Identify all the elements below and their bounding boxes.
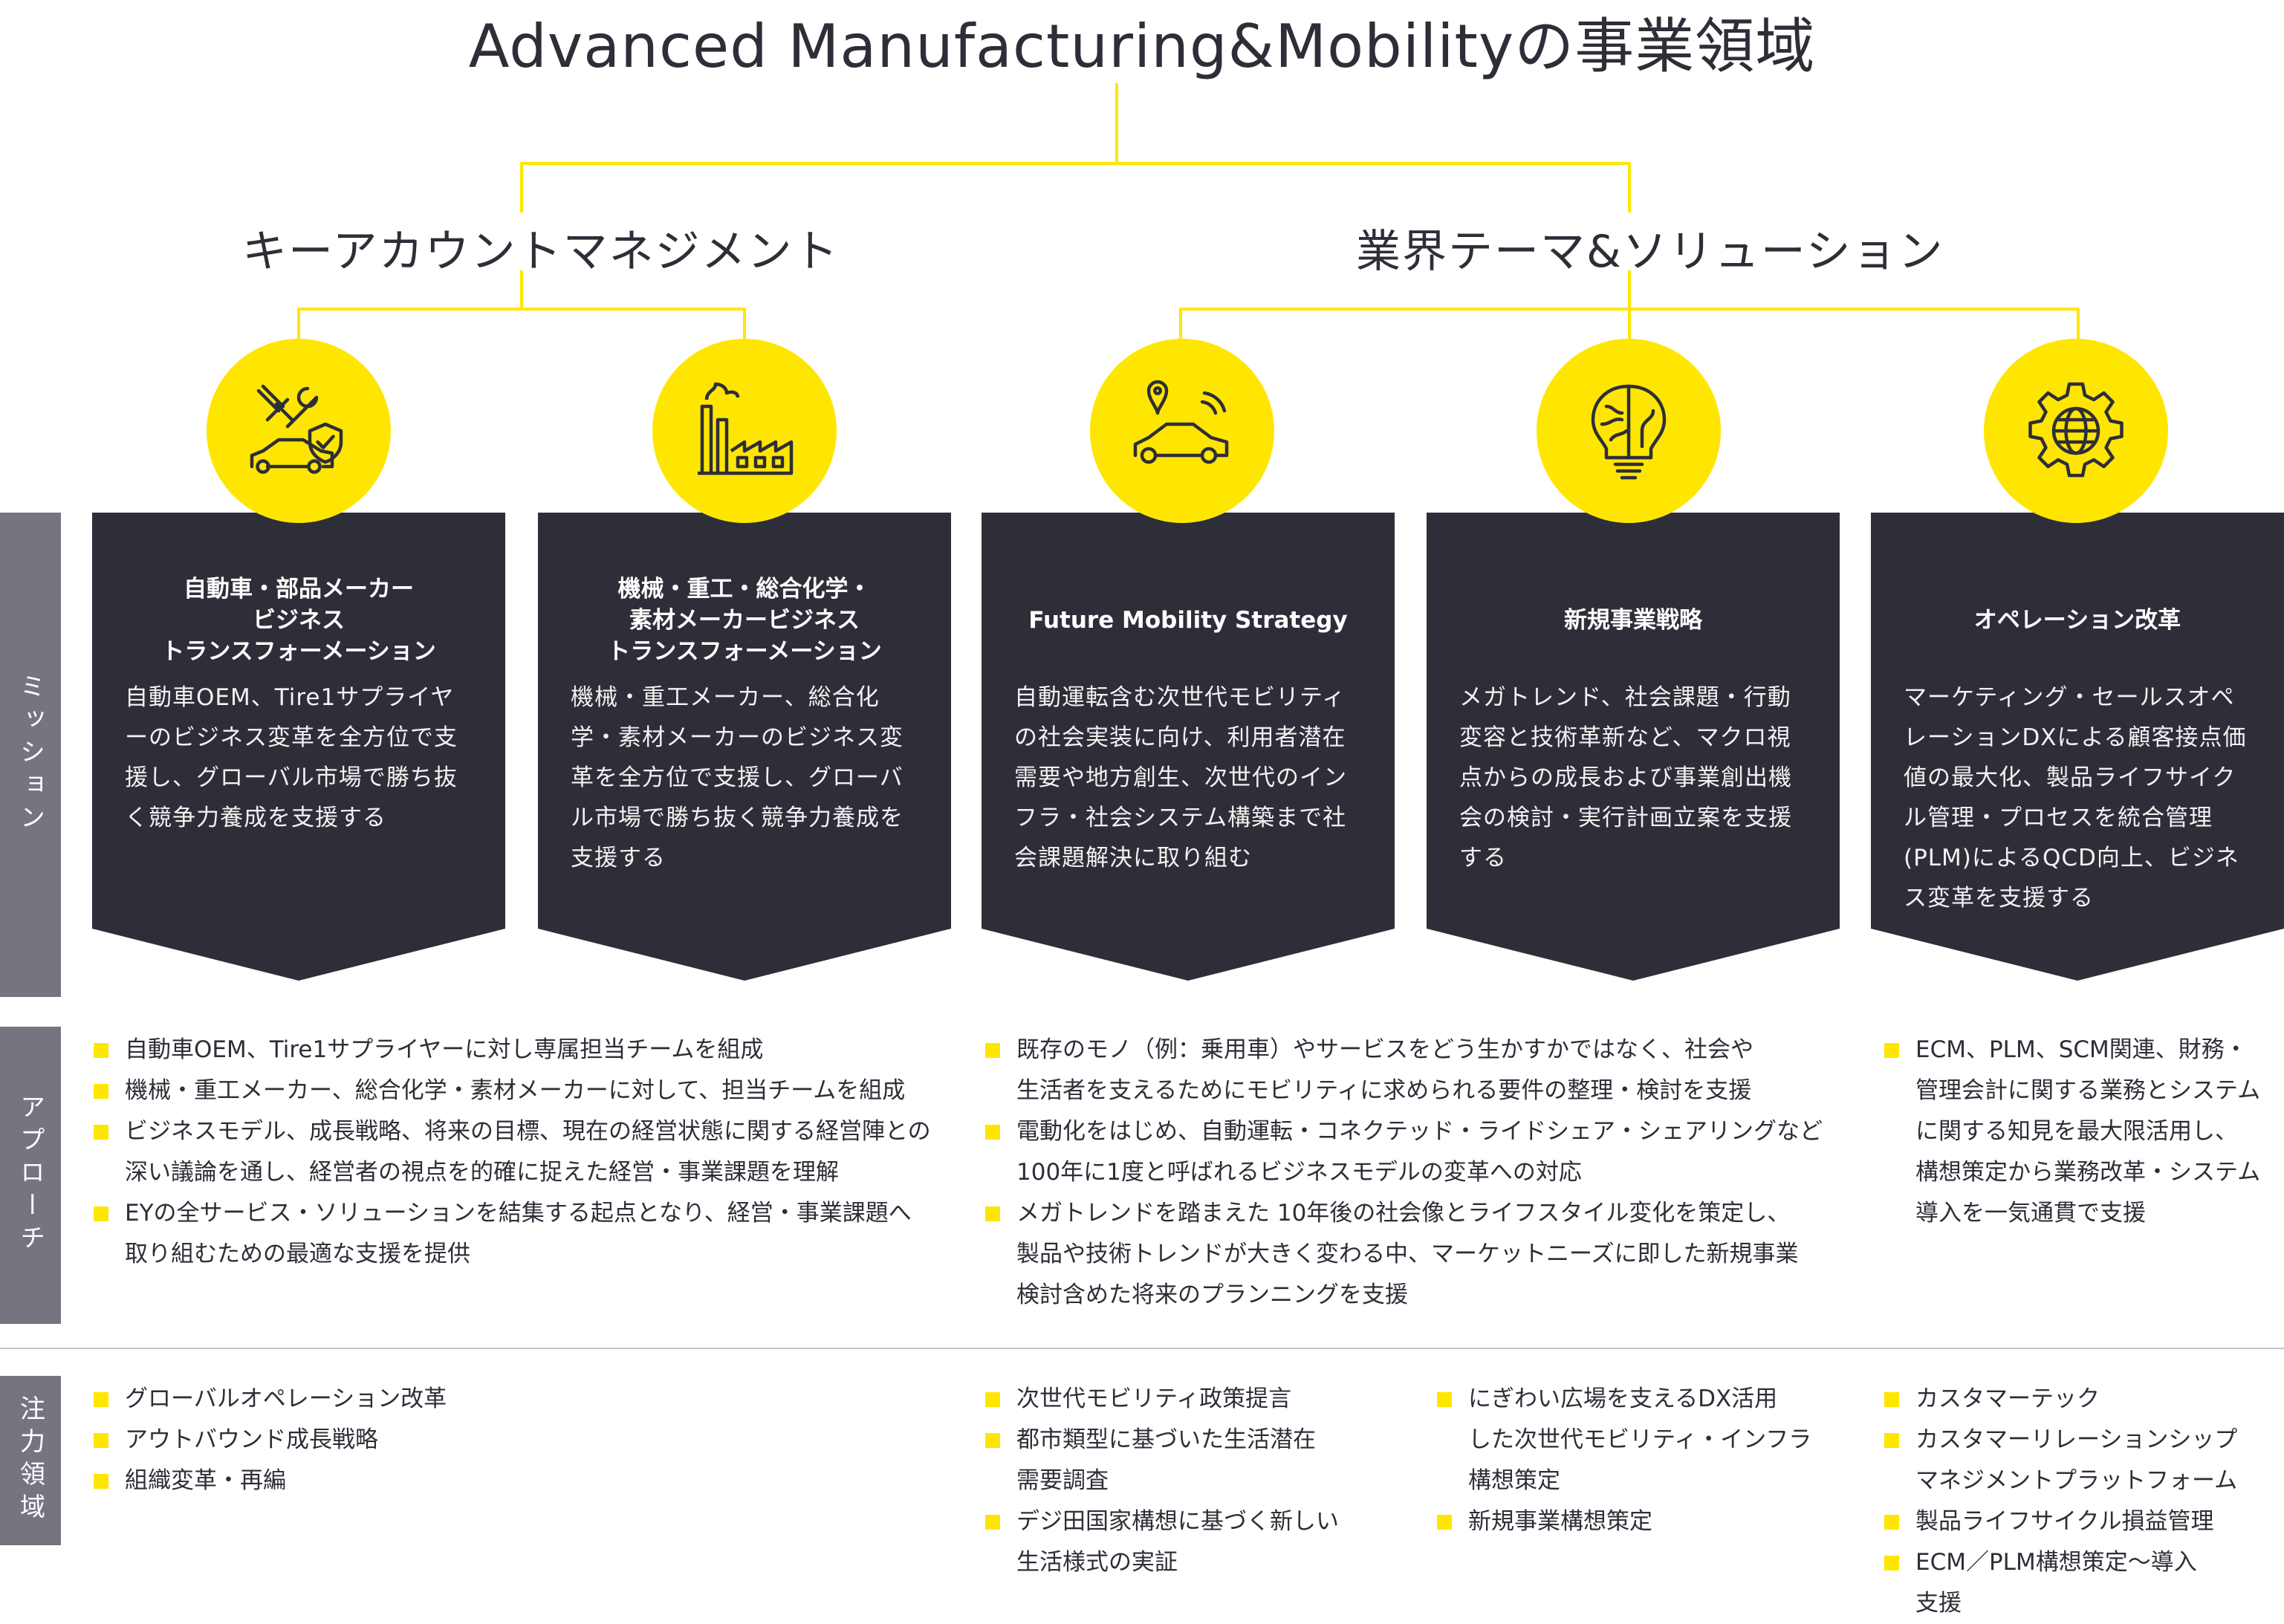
list-item: ECM、PLM、SCM関連、財務・ 管理会計に関する業務とシステム に関する知見…: [1884, 1030, 2260, 1234]
list-item: ビジネスモデル、成長戦略、将来の目標、現在の経営状態に関する経営陣との 深い議論…: [94, 1111, 931, 1193]
list-item: 新規事業構想策定: [1437, 1501, 1811, 1542]
card-title: Future Mobility Strategy: [1028, 607, 1348, 634]
list-item: にぎわい広場を支えるDX活用 した次世代モビリティ・インフラ 構想策定: [1437, 1379, 1811, 1501]
side-label-approach: アプローチ: [0, 1027, 61, 1324]
card-description: 自動車OEM、Tire1サプライヤーのビジネス変革を全方位で支援し、グローバル市…: [125, 684, 458, 831]
focus-list-new-business: にぎわい広場を支えるDX活用 した次世代モビリティ・インフラ 構想策定 新規事業…: [1437, 1379, 1811, 1542]
card-title: 自動車・部品メーカー ビジネス トランスフォーメーション: [161, 576, 436, 665]
brain-bulb-icon: [1537, 339, 1721, 523]
approach-list-kam: 自動車OEM、Tire1サプライヤーに対し専属担当チームを組成 機械・重工メーカ…: [94, 1030, 931, 1275]
list-item: 組織変革・再編: [94, 1461, 447, 1501]
list-item: カスタマーリレーションシップ マネジメントプラットフォーム: [1884, 1420, 2237, 1501]
card-title: 機械・重工・総合化学・ 素材メーカービジネス トランスフォーメーション: [607, 576, 882, 665]
gear-globe-icon: [1984, 339, 2168, 523]
card-description: マーケティング・セールスオペレーションDXによる顧客接点価値の最大化、製品ライフ…: [1904, 684, 2247, 912]
list-item: EYの全サービス・ソリューションを結集する起点となり、経営・事業課題へ 取り組む…: [94, 1193, 931, 1275]
list-item: グローバルオペレーション改革: [94, 1379, 447, 1420]
factory-icon: [652, 339, 837, 523]
group-title-kam: キーアカウントマネジメント: [242, 226, 840, 278]
list-item: 都市類型に基づいた生活潜在 需要調査: [985, 1420, 1339, 1501]
list-item: 機械・重工メーカー、総合化学・素材メーカーに対して、担当チームを組成: [94, 1071, 931, 1111]
card-title: 新規事業戦略: [1564, 607, 1702, 634]
focus-list-operations: カスタマーテック カスタマーリレーションシップ マネジメントプラットフォーム 製…: [1884, 1379, 2237, 1624]
list-item: 自動車OEM、Tire1サプライヤーに対し専属担当チームを組成: [94, 1030, 931, 1071]
tools-car-shield-icon: [207, 339, 391, 523]
connected-car-icon: [1090, 339, 1274, 523]
list-item: 製品ライフサイクル損益管理: [1884, 1501, 2237, 1542]
mission-card-new-business: 新規事業戦略 メガトレンド、社会課題・行動変容と技術革新など、マクロ視点からの成…: [1427, 513, 1840, 981]
list-item: 電動化をはじめ、自動運転・コネクテッド・ライドシェア・シェアリングなど 100年…: [985, 1111, 1823, 1193]
approach-list-operations: ECM、PLM、SCM関連、財務・ 管理会計に関する業務とシステム に関する知見…: [1884, 1030, 2260, 1234]
list-item: アウトバウンド成長戦略: [94, 1420, 447, 1461]
side-label-mission: ミッション: [0, 513, 61, 997]
mission-card-machinery: 機械・重工・総合化学・ 素材メーカービジネス トランスフォーメーション 機械・重…: [538, 513, 951, 981]
card-description: メガトレンド、社会課題・行動変容と技術革新など、マクロ視点からの成長および事業創…: [1459, 684, 1792, 871]
list-item: 次世代モビリティ政策提言: [985, 1379, 1339, 1420]
approach-list-theme: 既存のモノ（例：乗用車）やサービスをどう生かすかではなく、社会や 生活者を支える…: [985, 1030, 1823, 1316]
card-title: オペレーション改革: [1973, 607, 2181, 634]
mission-card-automotive: 自動車・部品メーカー ビジネス トランスフォーメーション 自動車OEM、Tire…: [92, 513, 505, 981]
list-item: カスタマーテック: [1884, 1379, 2237, 1420]
mission-card-future-mobility: Future Mobility Strategy 自動運転含む次世代モビリティの…: [982, 513, 1395, 981]
list-item: デジ田国家構想に基づく新しい 生活様式の実証: [985, 1501, 1339, 1583]
group-title-theme: 業界テーマ&ソリューション: [1356, 226, 1944, 278]
page-title: Advanced Manufacturing&Mobilityの事業領域: [468, 12, 1816, 81]
list-item: 既存のモノ（例：乗用車）やサービスをどう生かすかではなく、社会や 生活者を支える…: [985, 1030, 1823, 1111]
focus-list-kam: グローバルオペレーション改革 アウトバウンド成長戦略 組織変革・再編: [94, 1379, 447, 1501]
section-divider: [0, 1348, 2284, 1349]
list-item: メガトレンドを踏まえた 10年後の社会像とライフスタイル変化を策定し、 製品や技…: [985, 1193, 1823, 1316]
mission-card-operations: オペレーション改革 マーケティング・セールスオペレーションDXによる顧客接点価値…: [1871, 513, 2284, 981]
list-item: ECM／PLM構想策定～導入 支援: [1884, 1542, 2237, 1624]
side-label-focus: 注力領域: [0, 1376, 61, 1545]
card-description: 機械・重工メーカー、総合化学・素材メーカーのビジネス変革を全方位で支援し、グロー…: [571, 684, 903, 871]
card-description: 自動運転含む次世代モビリティの社会実装に向け、利用者潜在需要や地方創生、次世代の…: [1014, 684, 1347, 871]
focus-list-future-mobility: 次世代モビリティ政策提言 都市類型に基づいた生活潜在 需要調査 デジ田国家構想に…: [985, 1379, 1339, 1583]
